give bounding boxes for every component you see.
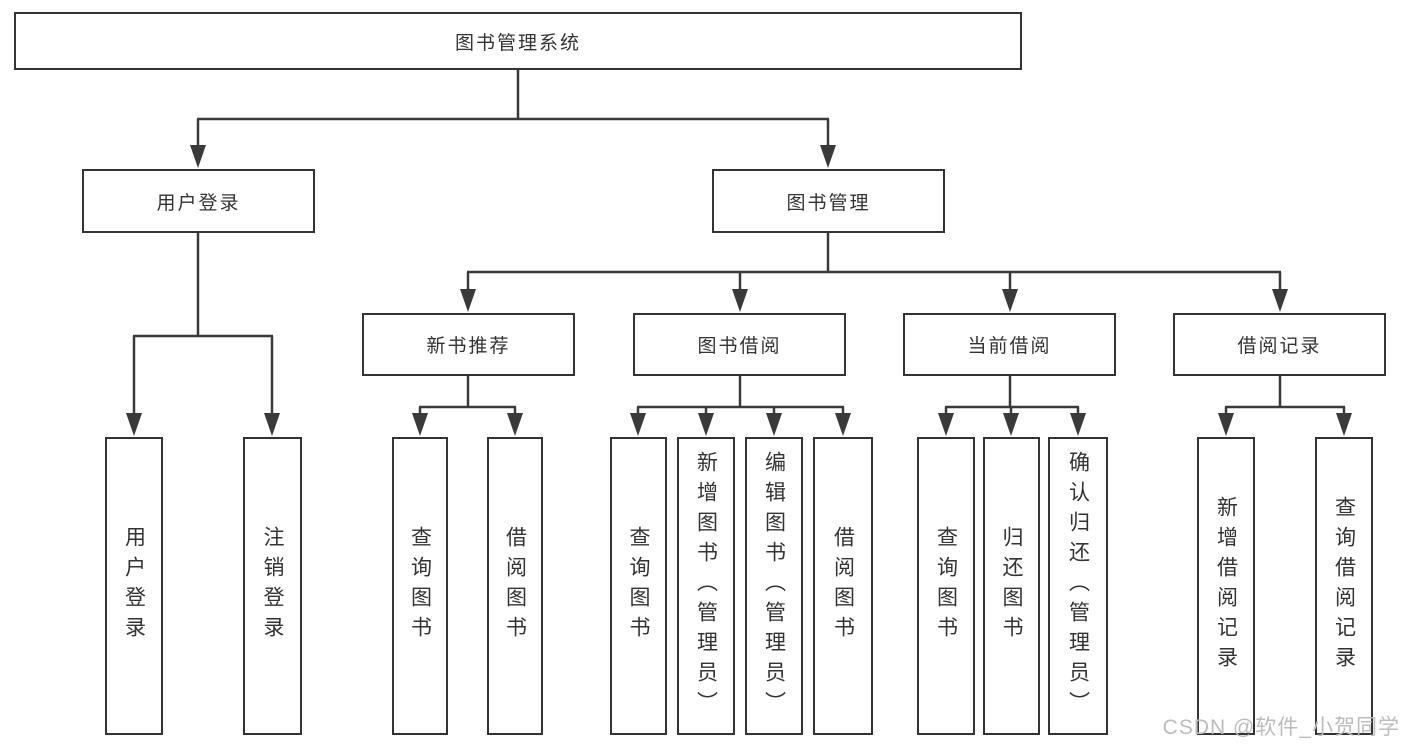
node-current-borrow-label: 当前借阅 [967, 336, 1052, 357]
leaf-query-borrow-record-label: 查询借阅记录 [1332, 496, 1356, 676]
node-user-login: 用户登录 [82, 169, 315, 233]
leaf-user-login: 用户登录 [105, 437, 163, 735]
leaf-query-books-recommend: 查询图书 [392, 437, 448, 735]
arrowheads [126, 145, 1352, 436]
leaf-query-books-borrow-label: 查询图书 [627, 526, 650, 646]
leaf-edit-books-admin-label: 编辑图书（管理员） [762, 451, 786, 721]
node-root: 图书管理系统 [14, 12, 1022, 70]
leaf-borrow-books-recommend-label: 借阅图书 [503, 526, 527, 646]
node-borrow-records: 借阅记录 [1173, 313, 1386, 376]
leaf-add-borrow-record: 新增借阅记录 [1197, 437, 1255, 735]
leaf-borrow-books-recommend: 借阅图书 [487, 437, 543, 735]
leaf-borrow-books-label: 借阅图书 [831, 526, 855, 646]
leaf-add-books-admin-label: 新增图书（管理员） [694, 451, 718, 721]
leaf-logout-label: 注销登录 [261, 526, 284, 646]
leaf-borrow-books: 借阅图书 [813, 437, 873, 735]
leaf-confirm-return-admin: 确认归还（管理员） [1048, 437, 1108, 735]
leaf-query-books-recommend-label: 查询图书 [408, 526, 432, 646]
node-root-label: 图书管理系统 [454, 32, 581, 54]
node-book-borrow-label: 图书借阅 [697, 336, 782, 357]
leaf-return-books: 归还图书 [983, 437, 1040, 735]
node-book-management: 图书管理 [712, 169, 945, 233]
node-new-book-recommend-label: 新书推荐 [426, 336, 511, 357]
node-current-borrow: 当前借阅 [903, 313, 1116, 376]
leaf-return-books-label: 归还图书 [1000, 526, 1023, 646]
leaf-add-borrow-record-label: 新增借阅记录 [1214, 496, 1238, 676]
node-book-management-label: 图书管理 [786, 192, 871, 214]
leaf-query-books-current: 查询图书 [917, 437, 975, 735]
leaf-query-books-current-label: 查询图书 [934, 526, 958, 646]
node-user-login-label: 用户登录 [156, 192, 241, 214]
leaf-query-books-borrow: 查询图书 [610, 437, 667, 735]
node-borrow-records-label: 借阅记录 [1237, 336, 1322, 357]
leaf-user-login-label: 用户登录 [122, 526, 146, 646]
leaf-logout: 注销登录 [243, 437, 302, 735]
leaf-confirm-return-admin-label: 确认归还（管理员） [1066, 451, 1090, 721]
node-book-borrow: 图书借阅 [633, 313, 846, 376]
watermark: CSDN @软件_小贺同学 [1162, 716, 1400, 739]
leaf-add-books-admin: 新增图书（管理员） [677, 437, 735, 735]
leaf-edit-books-admin: 编辑图书（管理员） [745, 437, 803, 735]
leaf-query-borrow-record: 查询借阅记录 [1315, 437, 1373, 735]
node-new-book-recommend: 新书推荐 [362, 313, 575, 376]
